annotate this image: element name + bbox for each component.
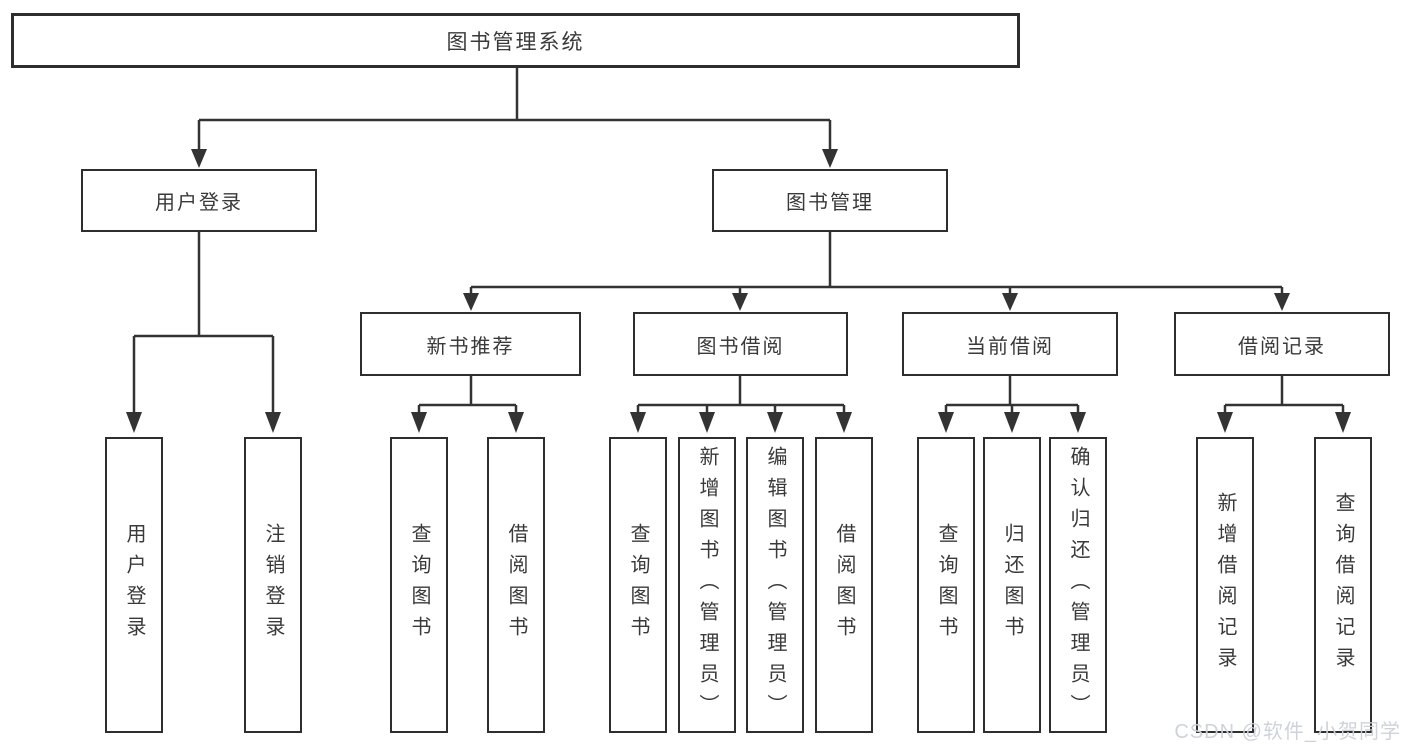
leaf-borrow-books-newbook: 借阅图书 [487,437,545,733]
leaf-query-books-newbook: 查询图书 [390,437,448,733]
leaf-query-books-borrow: 查询图书 [609,437,667,733]
node-library-management-system: 图书管理系统 [11,13,1020,68]
leaf-add-books-admin: 新增图书（管理员） [678,437,736,733]
leaf-add-borrow-record: 新增借阅记录 [1196,437,1254,733]
leaf-borrow-books: 借阅图书 [815,437,873,733]
leaf-query-books-current: 查询图书 [917,437,975,733]
node-book-borrowing: 图书借阅 [633,312,848,376]
leaf-return-books: 归还图书 [983,437,1041,733]
leaf-user-login: 用户登录 [105,437,163,733]
node-book-management: 图书管理 [712,169,948,232]
node-current-borrowing: 当前借阅 [902,312,1118,376]
leaf-confirm-return-admin: 确认归还（管理员） [1049,437,1107,733]
csdn-watermark: CSDN @软件_小贺同学 [1174,721,1401,743]
leaf-edit-books-admin: 编辑图书（管理员） [746,437,804,733]
node-user-login: 用户登录 [81,169,317,232]
leaf-logout: 注销登录 [244,437,302,733]
node-new-book-recommend: 新书推荐 [360,312,581,376]
leaf-query-borrow-record: 查询借阅记录 [1314,437,1372,733]
node-borrowing-records: 借阅记录 [1174,312,1390,376]
